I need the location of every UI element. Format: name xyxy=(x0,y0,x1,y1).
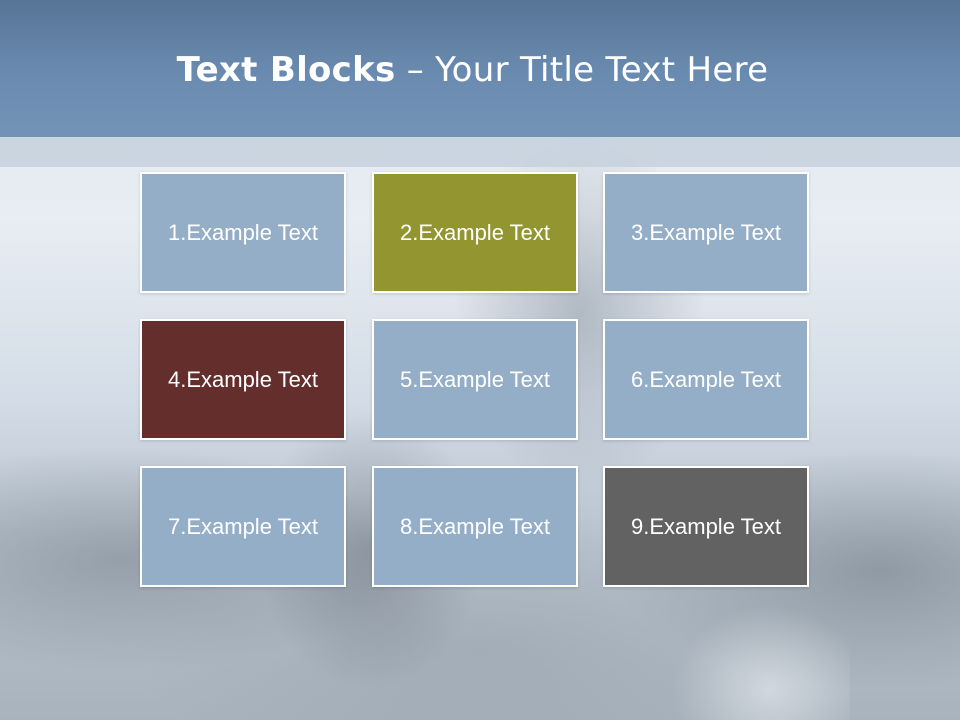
title-rest: Your Title Text Here xyxy=(435,50,769,90)
title-dash: – xyxy=(395,50,436,90)
title-bold: Text Blocks xyxy=(176,50,396,90)
text-block-1[interactable]: 1.Example Text xyxy=(140,172,346,293)
text-block-7[interactable]: 7.Example Text xyxy=(140,466,346,587)
slide-title[interactable]: Text Blocks – Your Title Text Here xyxy=(0,50,945,90)
title-bar-band xyxy=(0,137,960,167)
text-block-6[interactable]: 6.Example Text xyxy=(603,319,809,440)
text-block-3[interactable]: 3.Example Text xyxy=(603,172,809,293)
title-bar xyxy=(0,0,960,137)
text-block-8[interactable]: 8.Example Text xyxy=(372,466,578,587)
text-block-2[interactable]: 2.Example Text xyxy=(372,172,578,293)
text-block-9[interactable]: 9.Example Text xyxy=(603,466,809,587)
text-block-4[interactable]: 4.Example Text xyxy=(140,319,346,440)
text-block-5[interactable]: 5.Example Text xyxy=(372,319,578,440)
